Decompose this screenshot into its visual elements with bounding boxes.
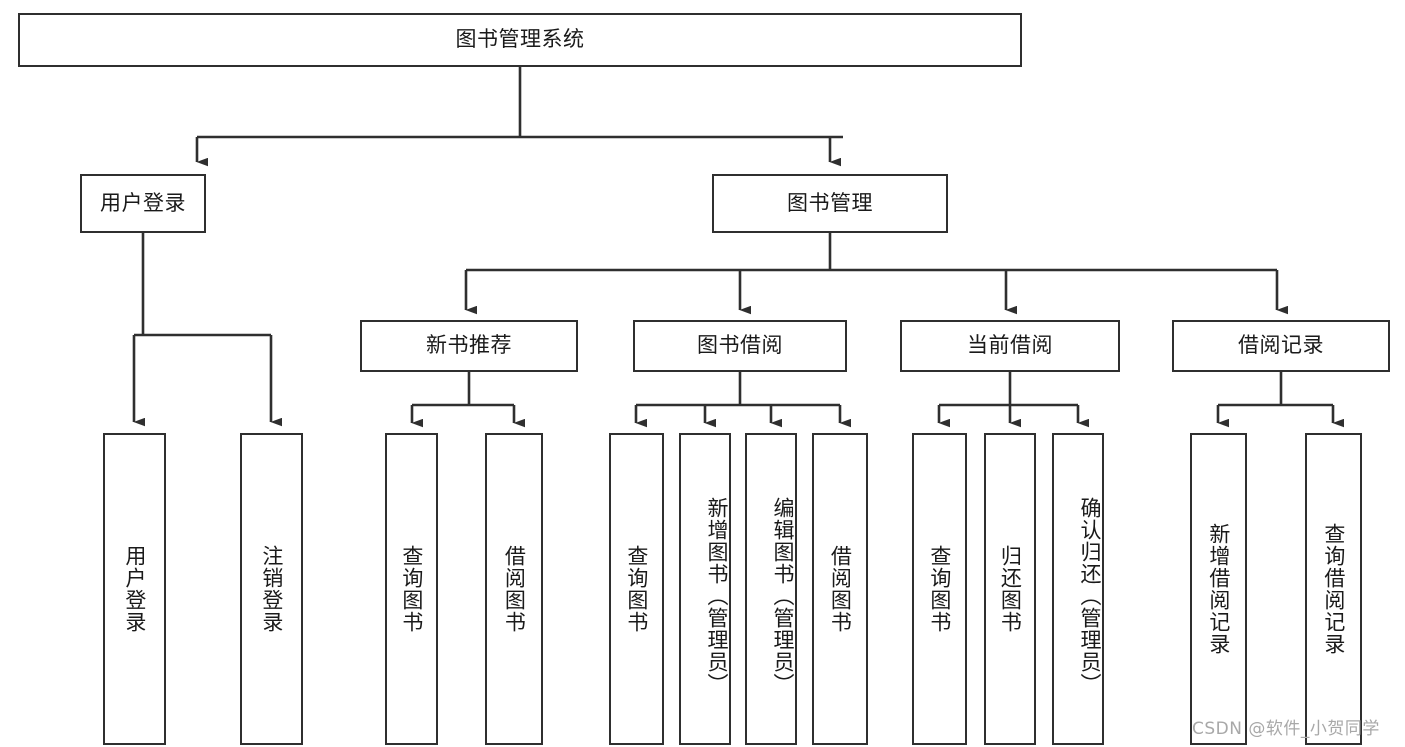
- node-user-login-label: 用户登录: [100, 190, 186, 215]
- node-leaf-rec-query-record[interactable]: 查询借阅记录: [1305, 433, 1362, 745]
- node-leaf-cur-query-book[interactable]: 查询图书: [912, 433, 967, 745]
- node-leaf-borrow-add-book-label: 新增图书（管理员）: [705, 497, 729, 695]
- node-leaf-cur-return-book[interactable]: 归还图书: [984, 433, 1036, 745]
- node-leaf-cur-return-book-label: 归还图书: [998, 545, 1023, 633]
- node-book-borrow[interactable]: 图书借阅: [633, 320, 847, 372]
- node-root-label: 图书管理系统: [455, 27, 585, 52]
- node-leaf-cur-query-book-label: 查询图书: [927, 545, 952, 633]
- node-leaf-borrow-edit-book[interactable]: 编辑图书（管理员）: [745, 433, 797, 745]
- node-leaf-rec-borrow-book-label: 借阅图书: [502, 545, 527, 633]
- node-leaf-borrow-edit-book-label: 编辑图书（管理员）: [771, 497, 795, 695]
- node-leaf-borrow-add-book[interactable]: 新增图书（管理员）: [679, 433, 731, 745]
- node-leaf-rec-query-record-label: 查询借阅记录: [1321, 523, 1346, 655]
- node-leaf-borrow-query-book[interactable]: 查询图书: [609, 433, 664, 745]
- node-leaf-user-login-label: 用户登录: [122, 545, 147, 633]
- node-borrow-record[interactable]: 借阅记录: [1172, 320, 1390, 372]
- node-leaf-user-logout[interactable]: 注销登录: [240, 433, 303, 745]
- node-current-borrow-label: 当前借阅: [967, 333, 1053, 358]
- node-book-borrow-label: 图书借阅: [697, 333, 783, 358]
- node-leaf-borrow-borrow-book-label: 借阅图书: [828, 545, 853, 633]
- watermark-label: CSDN @软件_小贺同学: [1192, 719, 1380, 739]
- node-book-manage-label: 图书管理: [787, 190, 873, 215]
- node-leaf-cur-confirm-return[interactable]: 确认归还（管理员）: [1052, 433, 1104, 745]
- node-leaf-borrow-query-book-label: 查询图书: [624, 545, 649, 633]
- node-user-login[interactable]: 用户登录: [80, 174, 206, 233]
- node-leaf-rec-add-record[interactable]: 新增借阅记录: [1190, 433, 1247, 745]
- node-new-book-rec[interactable]: 新书推荐: [360, 320, 578, 372]
- node-root[interactable]: 图书管理系统: [18, 13, 1022, 67]
- node-leaf-rec-add-record-label: 新增借阅记录: [1206, 523, 1231, 655]
- node-leaf-cur-confirm-return-label: 确认归还（管理员）: [1078, 497, 1102, 695]
- node-leaf-user-login[interactable]: 用户登录: [103, 433, 166, 745]
- node-current-borrow[interactable]: 当前借阅: [900, 320, 1120, 372]
- node-leaf-rec-borrow-book[interactable]: 借阅图书: [485, 433, 543, 745]
- node-book-manage[interactable]: 图书管理: [712, 174, 948, 233]
- node-leaf-rec-query-book-label: 查询图书: [399, 545, 424, 633]
- node-borrow-record-label: 借阅记录: [1238, 333, 1324, 358]
- node-new-book-rec-label: 新书推荐: [426, 333, 512, 358]
- node-leaf-user-logout-label: 注销登录: [259, 545, 284, 633]
- node-leaf-rec-query-book[interactable]: 查询图书: [385, 433, 438, 745]
- node-leaf-borrow-borrow-book[interactable]: 借阅图书: [812, 433, 868, 745]
